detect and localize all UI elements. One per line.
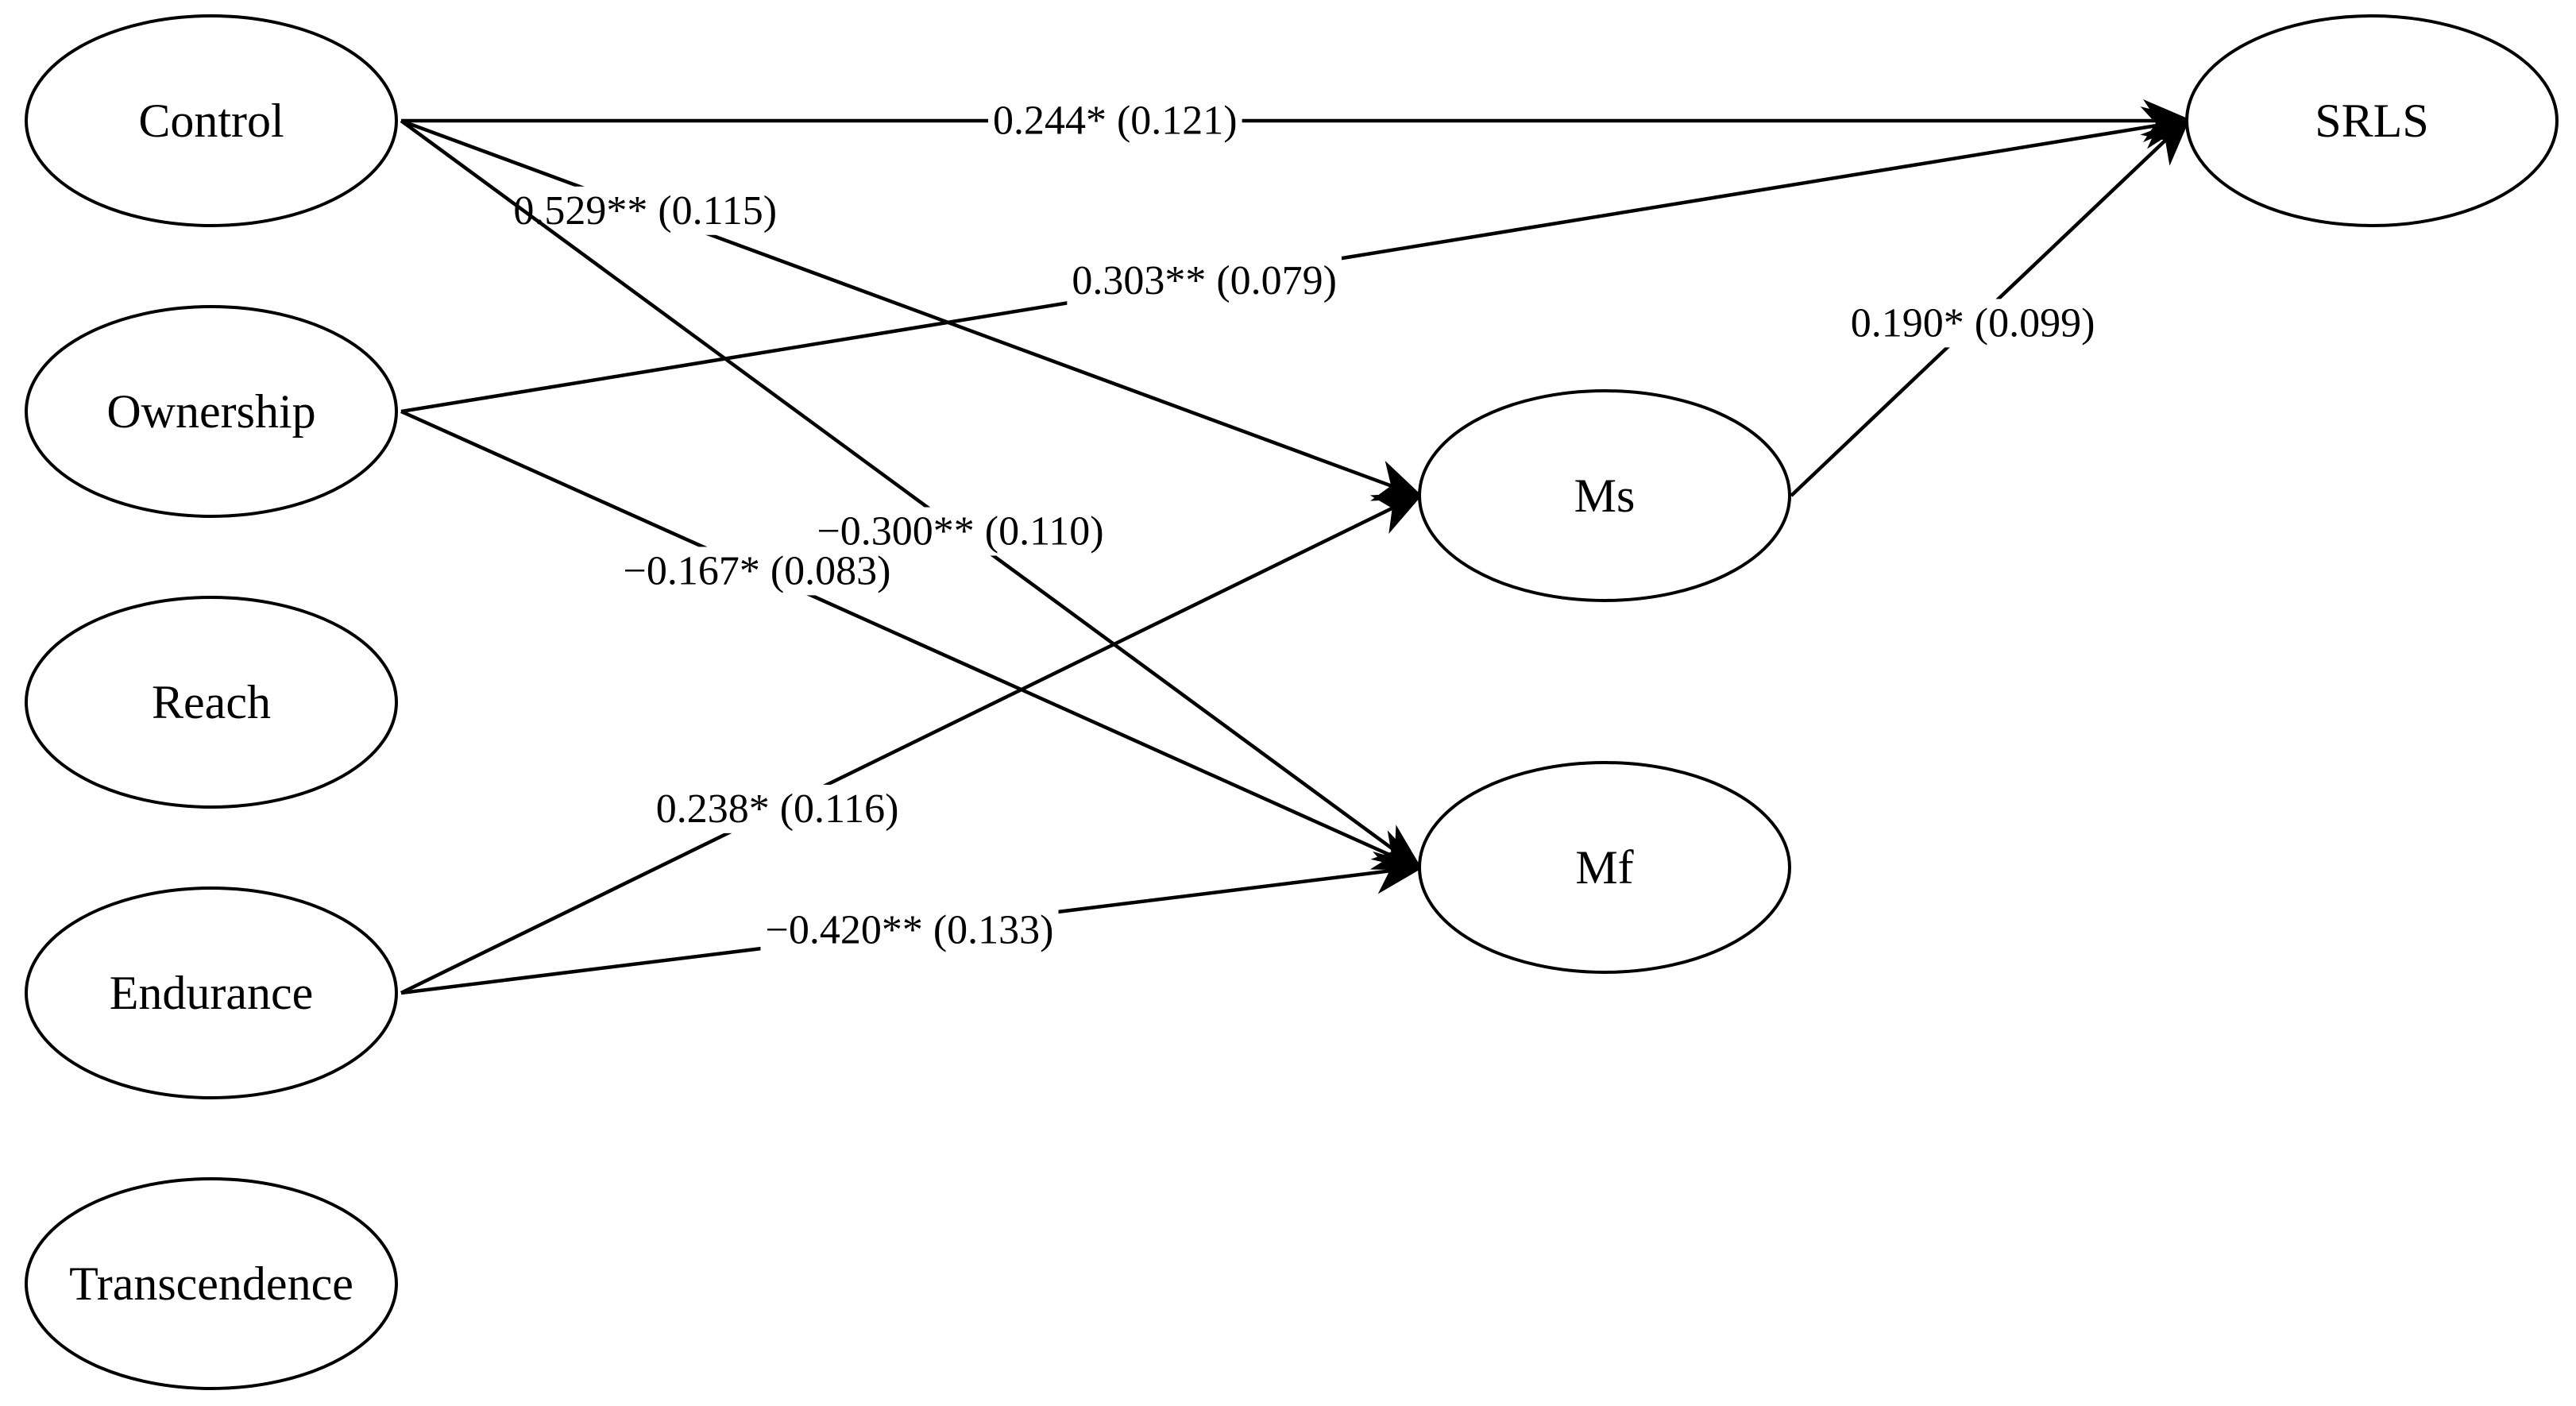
edge-control-ms-label-bg	[508, 186, 782, 235]
node-transcendence: Transcendence	[25, 1177, 398, 1390]
edge-control-ms: 0.529** (0.115)	[400, 118, 1425, 501]
edge-ms-srls: 0.190* (0.099)	[1790, 115, 2192, 497]
node-ownership-label: Ownership	[106, 385, 315, 438]
edge-endurance-mf: −0.420** (0.133)	[400, 851, 1425, 995]
node-ownership: Ownership	[25, 305, 398, 518]
node-ms: Ms	[1418, 389, 1791, 602]
edge-endurance-ms-coefficient: 0.238* (0.116)	[656, 786, 899, 832]
node-control: Control	[25, 14, 398, 227]
node-transcendence-ellipse	[25, 1177, 398, 1390]
edge-control-srls-label-bg	[987, 96, 1242, 145]
edge-control-ms-arrow	[400, 118, 1425, 501]
node-reach: Reach	[25, 596, 398, 809]
node-ownership-ellipse	[25, 305, 398, 518]
node-endurance-ellipse	[25, 886, 398, 1099]
edge-ownership-mf-coefficient: −0.167* (0.083)	[624, 548, 891, 593]
edge-ownership-srls-label-bg	[1067, 256, 1342, 305]
node-srls: SRLS	[2185, 14, 2559, 227]
node-reach-ellipse	[25, 596, 398, 809]
node-srls-ellipse	[2185, 14, 2559, 227]
edge-ownership-srls-coefficient: 0.303** (0.079)	[1072, 258, 1337, 303]
node-ms-label: Ms	[1574, 469, 1636, 522]
edge-endurance-mf-label-bg	[760, 906, 1059, 955]
node-reach-label: Reach	[152, 676, 271, 728]
edge-control-mf: −0.300** (0.110)	[400, 119, 1424, 872]
node-mf-label: Mf	[1575, 841, 1633, 894]
edge-endurance-mf-coefficient: −0.420** (0.133)	[766, 908, 1054, 953]
edge-control-srls: 0.244* (0.121)	[401, 96, 2193, 145]
edge-ms-srls-label-bg	[1845, 299, 2100, 348]
node-ms-ellipse	[1418, 389, 1791, 602]
edge-ownership-mf-label-bg	[618, 547, 896, 596]
edge-control-srls-coefficient: 0.244* (0.121)	[993, 98, 1238, 144]
edge-ownership-srls: 0.303** (0.079)	[400, 106, 2193, 414]
edge-ms-srls-coefficient: 0.190* (0.099)	[1851, 300, 2095, 346]
edge-endurance-ms: 0.238* (0.116)	[400, 492, 1425, 995]
edge-endurance-ms-arrow	[400, 492, 1425, 995]
node-control-ellipse	[25, 14, 398, 227]
edge-control-mf-arrow	[400, 119, 1424, 872]
edge-endurance-ms-label-bg	[651, 784, 904, 833]
node-mf: Mf	[1418, 761, 1791, 974]
node-transcendence-label: Transcendence	[69, 1257, 353, 1310]
edge-ownership-mf-arrow	[400, 409, 1425, 871]
edges-layer: 0.244* (0.121) 0.529** (0.115) −0.300** (0…	[400, 96, 2193, 995]
node-endurance-label: Endurance	[110, 967, 314, 1019]
edge-control-ms-coefficient: 0.529** (0.115)	[513, 188, 777, 234]
node-control-label: Control	[138, 95, 284, 147]
edge-control-mf-coefficient: −0.300** (0.110)	[817, 509, 1103, 554]
node-mf-ellipse	[1418, 761, 1791, 974]
nodes-layer: ControlOwnershipReachEnduranceTranscende…	[25, 14, 2559, 1390]
edge-ownership-mf: −0.167* (0.083)	[400, 409, 1425, 871]
node-srls-label: SRLS	[2315, 95, 2428, 147]
node-endurance: Endurance	[25, 886, 398, 1099]
